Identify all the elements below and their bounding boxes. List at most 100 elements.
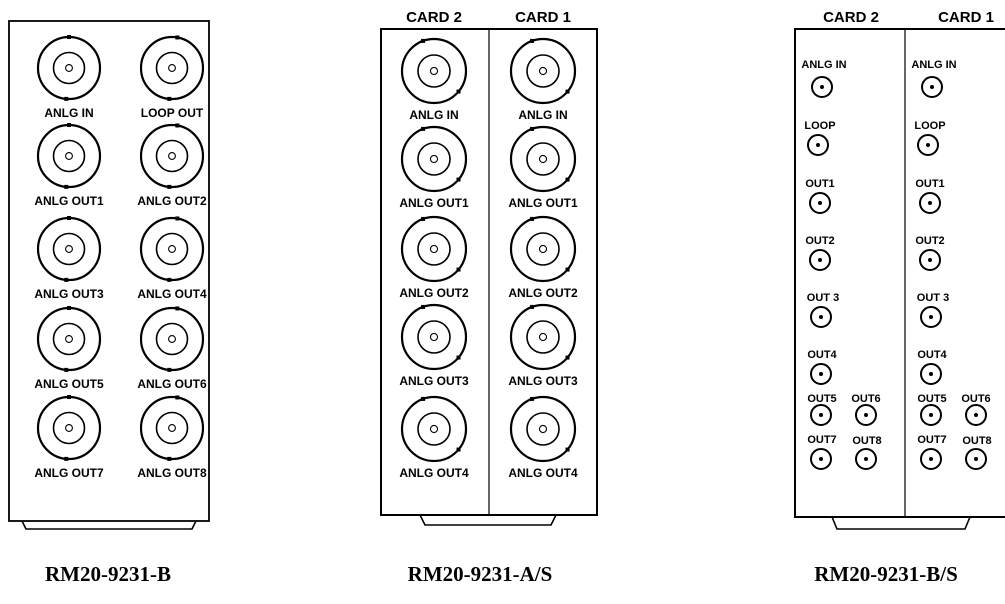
connector-pin (930, 85, 934, 89)
connector-pin (929, 315, 933, 319)
connector-pin (864, 457, 868, 461)
connector-pin (974, 457, 978, 461)
connector-pin (65, 152, 73, 160)
bayonet-nub (530, 216, 535, 221)
connector-label: OUT6 (961, 393, 990, 405)
connector-label: OUT4 (917, 349, 947, 361)
bayonet-nub (64, 277, 69, 282)
caption-rm20-9231-b: RM20-9231-B (45, 562, 171, 586)
bayonet-nub (456, 355, 461, 360)
bnc-connector-icon (36, 123, 102, 189)
din-connector-icon (855, 448, 877, 470)
connector-label: OUT6 (851, 393, 880, 405)
connector-pin (819, 413, 823, 417)
bayonet-nub (530, 126, 535, 131)
bayonet-nub (67, 395, 71, 399)
din-connector-icon (920, 363, 942, 385)
connector-label: OUT7 (917, 434, 946, 446)
connector-label: OUT8 (852, 435, 881, 447)
bayonet-nub (565, 177, 570, 182)
connector-pin (168, 424, 176, 432)
connector-label: ANLG OUT5 (34, 377, 104, 391)
connector-pin (168, 152, 176, 160)
connector-pin (818, 258, 822, 262)
connector-pin (929, 372, 933, 376)
connector-label: LOOP (914, 120, 945, 132)
bayonet-nub (456, 177, 461, 182)
connector-pin (820, 85, 824, 89)
connector-label: OUT5 (807, 393, 836, 405)
connector-pin (928, 201, 932, 205)
bayonet-nub (64, 367, 69, 372)
bnc-connector-icon (139, 35, 205, 101)
connector-label: ANLG OUT3 (508, 374, 578, 388)
connector-pin (538, 66, 548, 76)
bayonet-nub (421, 216, 426, 221)
din-connector-icon (965, 448, 987, 470)
bayonet-nub (167, 184, 172, 189)
connector-label: ANLG OUT1 (508, 196, 578, 210)
connector-pin (819, 372, 823, 376)
bnc-connector-icon (509, 37, 577, 105)
din-connector-icon (917, 134, 939, 156)
bayonet-nub (456, 447, 461, 452)
connector-pin (538, 154, 548, 164)
din-connector-icon (810, 363, 832, 385)
bnc-connector-icon (400, 37, 468, 105)
bnc-connector-icon (509, 303, 577, 371)
connector-label: OUT7 (807, 434, 836, 446)
bayonet-nub (530, 396, 535, 401)
din-connector-icon (809, 192, 831, 214)
connector-pin (974, 413, 978, 417)
connector-label: OUT 3 (807, 292, 839, 304)
connector-pin (819, 315, 823, 319)
panel-outline-rm20-9231-bs (794, 28, 1005, 518)
connector-label: ANLG OUT3 (399, 374, 469, 388)
panel-mounting-foot (831, 516, 971, 530)
bnc-connector-icon (36, 35, 102, 101)
connector-pin (928, 258, 932, 262)
bayonet-nub (565, 89, 570, 94)
connector-label: OUT2 (805, 235, 834, 247)
din-connector-icon (810, 306, 832, 328)
din-connector-icon (921, 76, 943, 98)
caption-rm20-9231-as: RM20-9231-A/S (407, 562, 553, 586)
din-connector-icon (920, 448, 942, 470)
din-connector-icon (919, 192, 941, 214)
connector-label: ANLG IN (409, 108, 458, 122)
bayonet-nub (421, 38, 426, 43)
connector-label: ANLG OUT2 (137, 194, 207, 208)
connector-pin (65, 64, 73, 72)
connector-pin (819, 457, 823, 461)
connector-pin (429, 332, 439, 342)
connector-pin (929, 457, 933, 461)
bayonet-nub (67, 306, 71, 310)
din-connector-icon (811, 76, 833, 98)
bnc-connector-icon (139, 123, 205, 189)
connector-label: OUT5 (917, 393, 946, 405)
bayonet-nub (175, 35, 180, 40)
bayonet-nub (565, 355, 570, 360)
bayonet-nub (67, 123, 71, 127)
connector-pin (65, 335, 73, 343)
connector-pin (538, 424, 548, 434)
bnc-connector-icon (400, 215, 468, 283)
din-connector-icon (920, 306, 942, 328)
connector-label: LOOP OUT (141, 106, 204, 120)
connector-pin (818, 201, 822, 205)
bayonet-nub (64, 96, 69, 101)
connector-pin (816, 143, 820, 147)
connector-label: ANLG OUT3 (34, 287, 104, 301)
bnc-connector-icon (509, 125, 577, 193)
panel-mounting-foot (419, 514, 557, 526)
connector-pin (65, 245, 73, 253)
connector-pin (65, 424, 73, 432)
connector-label: ANLG OUT6 (137, 377, 207, 391)
bnc-connector-icon (400, 395, 468, 463)
din-connector-icon (810, 448, 832, 470)
caption-rm20-9231-bs: RM20-9231-B/S (814, 562, 958, 586)
connector-label: LOOP (804, 120, 835, 132)
connector-pin (926, 143, 930, 147)
bayonet-nub (565, 447, 570, 452)
